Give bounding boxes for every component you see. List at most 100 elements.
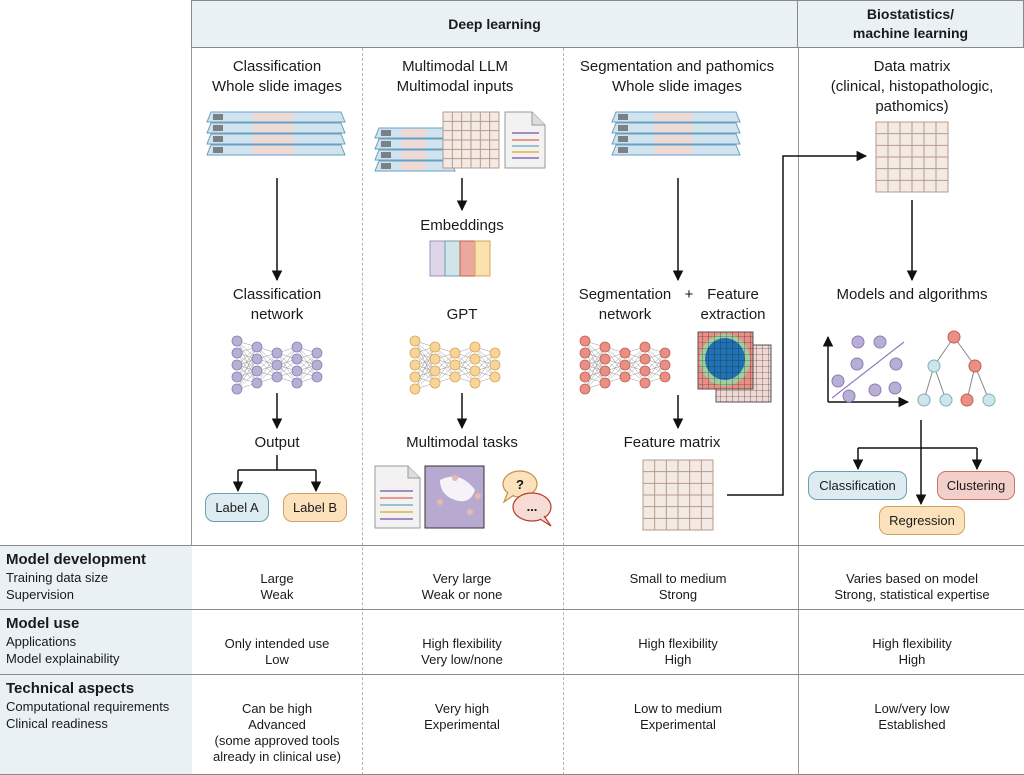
- table-top-border: [0, 545, 1024, 546]
- network-node: [639, 365, 651, 377]
- network-node: [409, 347, 421, 359]
- whole-slide-images-icon: [206, 111, 346, 156]
- gpt-label: GPT: [446, 306, 478, 323]
- slide-icon: [611, 122, 741, 134]
- network-node: [409, 335, 421, 347]
- table-row-divider-2: [0, 674, 1024, 675]
- label-b-box: Label B: [283, 493, 347, 522]
- network-node: [311, 347, 323, 359]
- network-node: [251, 353, 263, 365]
- feature-extraction-icon: [697, 331, 772, 403]
- regression-box: Regression: [879, 506, 965, 535]
- network-node: [429, 341, 441, 353]
- classification-network-icon: [231, 335, 323, 395]
- network-node: [469, 353, 481, 365]
- network-node: [599, 353, 611, 365]
- network-node: [469, 341, 481, 353]
- network-node: [579, 347, 591, 359]
- network-node: [449, 359, 461, 371]
- network-node: [599, 341, 611, 353]
- network-node: [579, 335, 591, 347]
- network-node: [291, 341, 303, 353]
- svg-text:?: ?: [516, 477, 524, 492]
- network-node: [231, 347, 243, 359]
- network-node: [449, 371, 461, 383]
- header-biostatistics-line1: Biostatistics/: [866, 6, 955, 22]
- network-node: [231, 371, 243, 383]
- network-node: [449, 347, 461, 359]
- segmentation-network-label: Segmentation network: [578, 286, 672, 323]
- network-node: [231, 335, 243, 347]
- models-algorithms-label: Models and algorithms: [836, 286, 988, 303]
- slide-icon: [611, 144, 741, 156]
- row-technical-aspects: Technical aspects Computational requirem…: [0, 675, 192, 774]
- column-divider-2: [563, 48, 564, 775]
- header-biostatistics-line2: machine learning: [852, 25, 969, 41]
- network-node: [579, 383, 591, 395]
- header-deep-learning-label: Deep learning: [448, 15, 541, 32]
- network-node: [579, 371, 591, 383]
- network-node: [271, 371, 283, 383]
- network-node: [489, 347, 501, 359]
- network-node: [231, 383, 243, 395]
- network-node: [271, 347, 283, 359]
- document-icon: [504, 111, 546, 169]
- network-node: [409, 371, 421, 383]
- col4-title: Data matrix (clinical, histopathologic, …: [830, 58, 994, 115]
- header-deep-learning: Deep learning: [191, 0, 798, 48]
- scatter-plot-icon: [822, 335, 910, 408]
- network-node: [619, 347, 631, 359]
- embeddings-label: Embeddings: [420, 217, 504, 234]
- svg-text:...: ...: [527, 499, 538, 514]
- label-a-box: Label A: [205, 493, 269, 522]
- network-node: [639, 341, 651, 353]
- network-node: [489, 359, 501, 371]
- network-node: [639, 353, 651, 365]
- network-node: [469, 365, 481, 377]
- classification-box: Classification: [808, 471, 907, 500]
- network-node: [619, 359, 631, 371]
- table-grid-icon: [442, 111, 500, 169]
- network-node: [429, 365, 441, 377]
- network-node: [291, 377, 303, 389]
- slide-icon: [206, 144, 346, 156]
- header-biostatistics: Biostatistics/ machine learning: [797, 0, 1024, 48]
- col1-title: Classification Whole slide images: [211, 58, 343, 95]
- arrow-feature-to-data-matrix: [727, 150, 868, 496]
- network-node: [429, 377, 441, 389]
- slide-icon: [611, 111, 741, 123]
- slide-icon: [206, 111, 346, 123]
- network-node: [469, 377, 481, 389]
- slide-icon: [206, 133, 346, 145]
- col1-output-label: Output: [254, 434, 300, 451]
- network-node: [619, 371, 631, 383]
- network-node: [311, 359, 323, 371]
- network-node: [409, 359, 421, 371]
- row-model-use: Model use Applications Model explainabil…: [0, 610, 192, 674]
- network-node: [579, 359, 591, 371]
- network-node: [429, 353, 441, 365]
- network-node: [251, 377, 263, 389]
- segmentation-slides-icon: [611, 111, 741, 156]
- network-node: [311, 371, 323, 383]
- segmentation-network-icon: [579, 335, 671, 395]
- col1-network-label: Classification network: [232, 286, 322, 323]
- network-node: [489, 371, 501, 383]
- network-node: [599, 365, 611, 377]
- left-border: [191, 48, 192, 775]
- network-node: [271, 359, 283, 371]
- column-divider-1: [362, 48, 363, 775]
- network-node: [599, 377, 611, 389]
- clustering-box: Clustering: [937, 471, 1015, 500]
- answer-bubble-icon: ...: [512, 492, 552, 527]
- feature-matrix-label: Feature matrix: [623, 434, 721, 451]
